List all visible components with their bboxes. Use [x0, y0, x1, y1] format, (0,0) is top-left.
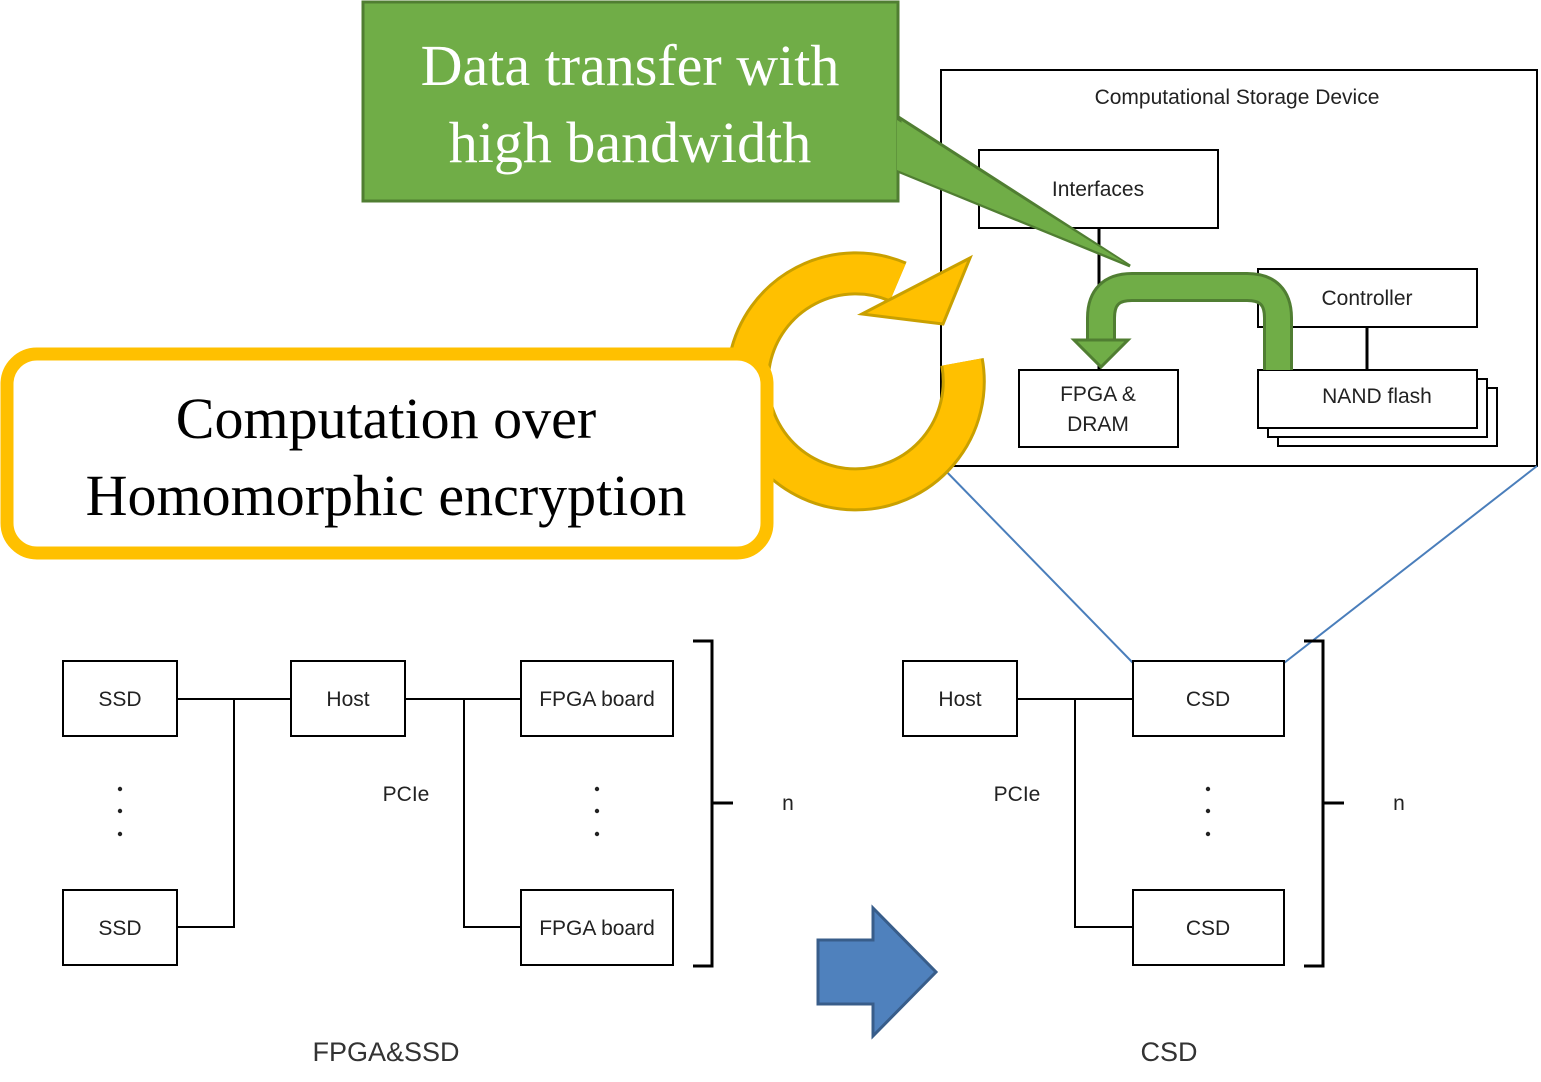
fpga-board-label-top: FPGA board	[539, 688, 655, 711]
fpga-ssd-system: SSD SSD Host PCIe FPGA board FPGA board …	[62, 639, 794, 1067]
ssd-label-bottom: SSD	[98, 917, 141, 940]
pcie-label-left: PCIe	[383, 783, 430, 806]
computation-text-line1: Computation over	[176, 386, 596, 451]
csd-system: Host PCIe CSD CSD n CSD	[902, 639, 1405, 1067]
cycle-arrowhead	[857, 254, 973, 326]
pcie-bus-line-right	[1074, 699, 1133, 928]
green-uturn-arrow	[1089, 275, 1290, 370]
host-box-right	[902, 660, 1018, 737]
fpga-dram-box	[1018, 369, 1179, 448]
csd-box-bottom	[1132, 889, 1285, 966]
csd-label-top: CSD	[1186, 688, 1230, 711]
data-transfer-text-line2: high bandwidth	[449, 110, 811, 175]
nand-flash-stack: NAND flash	[1257, 369, 1498, 447]
computation-callout-box	[0, 347, 774, 560]
data-transfer-callout: Data transfer with high bandwidth	[361, 0, 1131, 268]
nand-flash-box	[1257, 369, 1478, 429]
brace-left	[693, 639, 714, 968]
host-label-right: Host	[938, 688, 981, 711]
caption-fpga-ssd: FPGA&SSD	[312, 1037, 459, 1067]
pcie-bus-line-left	[463, 699, 521, 928]
caption-csd: CSD	[1140, 1037, 1197, 1067]
controller-label: Controller	[1321, 287, 1412, 310]
interfaces-label: Interfaces	[1052, 178, 1144, 201]
computation-callout: Computation over Homomorphic encryption	[0, 347, 774, 560]
nand-flash-label: NAND flash	[1322, 385, 1432, 408]
brace-right	[1304, 639, 1325, 968]
host-label-left: Host	[326, 688, 369, 711]
ssd-ellipsis-dot	[117, 786, 123, 792]
csd-label-bottom: CSD	[1186, 917, 1230, 940]
csd-box-top	[1132, 660, 1285, 737]
fpga-board-box-top	[520, 660, 674, 737]
data-transfer-text-line1: Data transfer with	[421, 33, 840, 98]
zoom-line-left	[940, 465, 1134, 664]
fpga-board-box-bottom	[520, 889, 674, 966]
green-uturn-arrowhead	[1070, 338, 1132, 370]
computation-text-line2: Homomorphic encryption	[86, 463, 687, 528]
zoom-line-right	[1283, 465, 1538, 664]
transition-arrow	[816, 904, 939, 1040]
csd-detail-panel: Computational Storage Device Interfaces …	[940, 69, 1538, 467]
data-transfer-callout-box	[361, 0, 900, 203]
cycle-arrow	[725, 251, 986, 512]
csd-detail-title: Computational Storage Device	[1095, 86, 1380, 109]
fpga-board-label-bottom: FPGA board	[539, 917, 655, 940]
ssd-box-top	[62, 660, 178, 737]
count-label-left: n	[782, 792, 794, 815]
csd-ellipsis-dot	[1205, 786, 1211, 792]
fpga-dram-label-line1: FPGA &	[1060, 383, 1136, 406]
pcie-label-right: PCIe	[994, 783, 1041, 806]
fpga-ellipsis-dot	[594, 786, 600, 792]
fpga-dram-label-line2: DRAM	[1067, 413, 1129, 436]
ssd-bus-line	[177, 699, 235, 928]
ssd-label-top: SSD	[98, 688, 141, 711]
count-label-right: n	[1393, 792, 1405, 815]
